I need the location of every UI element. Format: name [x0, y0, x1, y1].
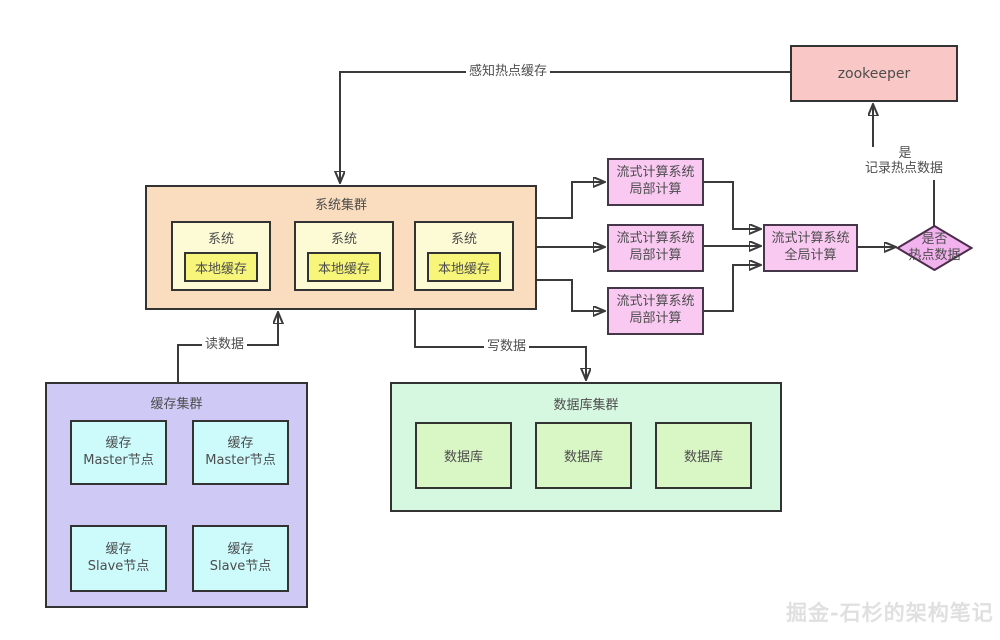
- database-node-1: 数据库: [415, 422, 512, 489]
- decision-line1: 是否: [921, 232, 948, 248]
- system-node-2-title: 系统: [330, 232, 357, 247]
- database-node-3: 数据库: [655, 422, 752, 489]
- cache-slave-1-line1: 缓存: [105, 541, 132, 557]
- zookeeper-label: zookeeper: [837, 65, 911, 82]
- edge-stream3-to-global: [704, 265, 759, 312]
- diamond-shape: [896, 225, 973, 271]
- stream-local-3-line1: 流式计算系统: [616, 294, 695, 310]
- decision-diamond: 是否 热点数据: [896, 225, 973, 271]
- edge-stream1-to-global: [704, 181, 759, 229]
- stream-local-node-2: 流式计算系统 局部计算: [607, 224, 704, 272]
- stream-local-1-line1: 流式计算系统: [616, 165, 695, 181]
- stream-local-node-3: 流式计算系统 局部计算: [607, 287, 704, 335]
- edge-label-read-data: 读数据: [202, 337, 248, 353]
- edge-label-write-data: 写数据: [484, 339, 530, 355]
- edge-zookeeper-to-system: [340, 71, 790, 181]
- system-node-3-title: 系统: [450, 232, 477, 247]
- local-cache-3: 本地缓存: [427, 252, 501, 282]
- cache-master-2-line1: 缓存: [227, 435, 254, 451]
- decision-line2: 热点数据: [908, 248, 961, 263]
- edge-system-to-stream-3: [537, 279, 603, 311]
- edge-label-yes: 是: [898, 146, 912, 161]
- cache-cluster: 缓存集群 缓存 Master节点 缓存 Master节点 缓存 Slave节点 …: [45, 382, 308, 608]
- system-node-1: 系统 本地缓存: [171, 221, 271, 291]
- database-cluster: 数据库集群 数据库 数据库 数据库: [390, 382, 782, 512]
- zookeeper-node: zookeeper: [790, 45, 958, 102]
- cache-master-2-line2: Master节点: [205, 452, 276, 468]
- cache-master-node-1: 缓存 Master节点: [70, 420, 167, 485]
- stream-global-node: 流式计算系统 全局计算: [763, 224, 858, 272]
- stream-global-line1: 流式计算系统: [771, 231, 850, 247]
- database-cluster-title: 数据库集群: [553, 398, 619, 413]
- edge-label-sense-hot-cache: 感知热点缓存: [466, 64, 551, 80]
- system-node-3: 系统 本地缓存: [414, 221, 514, 291]
- stream-local-node-1: 流式计算系统 局部计算: [607, 158, 704, 206]
- cache-master-node-2: 缓存 Master节点: [192, 420, 289, 485]
- local-cache-1: 本地缓存: [184, 252, 258, 282]
- edge-system-to-stream-1: [537, 182, 603, 219]
- cache-master-1-line2: Master节点: [83, 452, 154, 468]
- system-node-1-title: 系统: [207, 232, 234, 247]
- cache-slave-1-line2: Slave节点: [87, 558, 150, 574]
- cache-slave-2-line1: 缓存: [227, 541, 254, 557]
- cache-cluster-title: 缓存集群: [150, 397, 203, 412]
- cache-slave-node-2: 缓存 Slave节点: [192, 525, 289, 592]
- cache-slave-node-1: 缓存 Slave节点: [70, 525, 167, 592]
- local-cache-2: 本地缓存: [307, 252, 381, 282]
- database-node-2: 数据库: [535, 422, 632, 489]
- system-cluster-title: 系统集群: [314, 198, 367, 213]
- system-cluster: 系统集群 系统 本地缓存 系统 本地缓存 系统 本地缓存: [145, 185, 537, 310]
- stream-local-2-line2: 局部计算: [629, 248, 682, 263]
- stream-local-1-line2: 局部计算: [629, 182, 682, 197]
- system-node-2: 系统 本地缓存: [294, 221, 394, 291]
- watermark-text: 掘金-石杉的架构笔记: [786, 600, 994, 625]
- cache-slave-2-line2: Slave节点: [209, 558, 272, 574]
- stream-local-2-line1: 流式计算系统: [616, 231, 695, 247]
- stream-local-3-line2: 局部计算: [629, 311, 682, 326]
- edge-label-record-hot-data: 记录热点数据: [862, 161, 947, 177]
- stream-global-line2: 全局计算: [784, 248, 837, 263]
- cache-master-1-line1: 缓存: [105, 435, 132, 451]
